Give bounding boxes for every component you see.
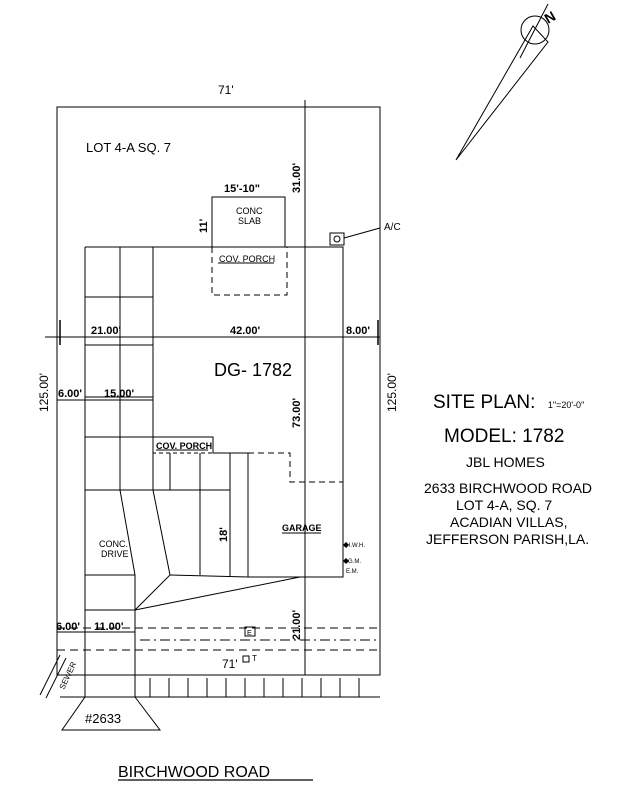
electric-box-icon <box>244 626 256 637</box>
transformer-box-icon <box>242 655 250 663</box>
dim-left: 21.00' <box>91 325 122 337</box>
hwh-icon <box>343 542 349 548</box>
address-line-4: JEFFERSON PARISH,LA. <box>426 531 590 547</box>
north-label: N <box>542 8 559 27</box>
lot-depth-left: 125.00' <box>37 373 51 412</box>
dim-house: 42.00' <box>230 325 261 337</box>
model-id: DG- 1782 <box>214 360 292 380</box>
model-label: MODEL: 1782 <box>444 426 565 447</box>
dim-walk-front: 6.00' <box>56 621 80 633</box>
address-line-2: LOT 4-A, SQ. 7 <box>456 497 553 513</box>
ac-label: A/C <box>384 222 401 233</box>
scale-label: 1"=20'-0" <box>547 400 585 410</box>
address-line-3: ACADIAN VILLAS, <box>450 514 568 530</box>
drive-label-2: DRIVE <box>101 549 129 559</box>
lot-width-top: 71' <box>218 83 234 97</box>
front-setback: 21.00' <box>291 609 303 640</box>
site-plan-title: SITE PLAN: <box>433 392 536 413</box>
gm-label: G.M. <box>348 559 361 565</box>
address-line-1: 2633 BIRCHWOOD ROAD <box>424 480 593 496</box>
slab-width: 15'-10" <box>224 183 260 195</box>
drive-label-1: CONC. <box>99 539 128 549</box>
lot-depth-right: 125.00' <box>385 373 399 412</box>
dim-drive-top: 15.00' <box>104 388 135 400</box>
north-arrow <box>455 25 549 161</box>
rear-porch-label: COV. PORCH <box>219 254 275 264</box>
gm-icon <box>343 558 349 564</box>
builder-label: JBL HOMES <box>466 454 545 470</box>
dim-drive-front: 11.00' <box>94 621 124 633</box>
address-number: #2633 <box>85 711 121 726</box>
garage-label: GARAGE <box>282 523 322 533</box>
slab-label-2: SLAB <box>238 216 261 226</box>
lot-width-bottom: 71' <box>222 657 238 671</box>
concrete-slab <box>211 196 286 248</box>
dim-walk: 6.00' <box>58 388 82 400</box>
rear-setback: 31.00' <box>291 162 303 193</box>
garage-outline <box>248 452 343 483</box>
t-box-label: T <box>252 654 257 663</box>
front-porch-depth: 18' <box>218 527 230 542</box>
sewer-label: SEWER <box>58 660 79 691</box>
street-name: BIRCHWOOD ROAD <box>118 764 270 781</box>
rear-porch-outline <box>211 247 288 296</box>
hwh-label: H.W.H. <box>346 543 365 549</box>
em-label: E.M. <box>346 569 359 575</box>
front-porch-label: COV. PORCH <box>156 441 212 451</box>
slab-depth: 11' <box>198 218 210 233</box>
lot-label: LOT 4-A SQ. 7 <box>86 140 171 155</box>
slab-label-1: CONC <box>236 206 263 216</box>
house-depth: 73.00' <box>291 397 303 428</box>
e-box-label: E <box>247 630 252 637</box>
ac-unit-icon <box>329 232 345 246</box>
dim-right: 8.00' <box>346 325 370 337</box>
